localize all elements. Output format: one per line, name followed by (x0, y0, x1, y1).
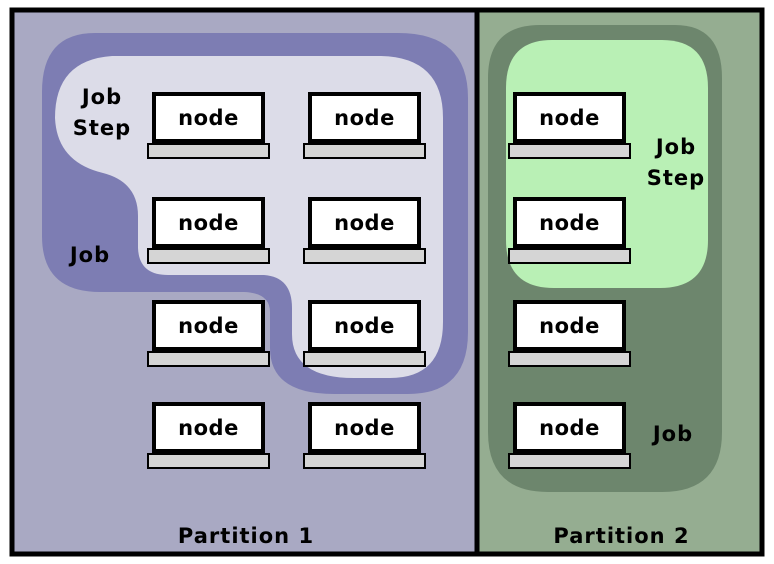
job-step-label-line2: Step (72, 116, 132, 140)
node-screen: node (152, 92, 265, 143)
node-base (147, 351, 270, 367)
node-base (147, 453, 270, 469)
partition1-job-label: Job (69, 243, 111, 267)
node-label: node (334, 105, 395, 130)
node-label: node (334, 313, 395, 338)
node-icon: node (147, 402, 270, 469)
node-label: node (539, 415, 600, 440)
node-icon: node (508, 300, 631, 367)
node-screen: node (513, 197, 626, 248)
node-base (147, 248, 270, 264)
node-icon: node (303, 402, 426, 469)
node-label: node (178, 105, 239, 130)
node-icon: node (303, 197, 426, 264)
node-icon: node (303, 92, 426, 159)
node-base (303, 143, 426, 159)
node-icon: node (508, 197, 631, 264)
node-label: node (539, 105, 600, 130)
node-label: node (539, 313, 600, 338)
node-base (508, 453, 631, 469)
node-base (303, 248, 426, 264)
node-label: node (334, 210, 395, 235)
job-step-label-line1: Job (81, 85, 123, 109)
node-base (303, 453, 426, 469)
node-label: node (178, 313, 239, 338)
node-label: node (178, 415, 239, 440)
node-icon: node (508, 92, 631, 159)
node-screen: node (308, 402, 421, 453)
node-base (303, 351, 426, 367)
job-step-label-line1: Job (655, 135, 697, 159)
node-label: node (334, 415, 395, 440)
node-screen: node (513, 402, 626, 453)
frame-border (9, 7, 765, 557)
node-screen: node (513, 300, 626, 351)
partition1-label: Partition 1 (177, 524, 315, 548)
partition1-job-step-label: Job Step (60, 82, 144, 144)
node-screen: node (152, 197, 265, 248)
node-base (508, 351, 631, 367)
node-base (508, 143, 631, 159)
partition2-label: Partition 2 (553, 524, 690, 548)
node-screen: node (308, 300, 421, 351)
node-icon: node (303, 300, 426, 367)
partition2-job-step-label: Job Step (634, 132, 718, 194)
node-base (508, 248, 631, 264)
partition2-job-label: Job (652, 422, 694, 446)
node-base (147, 143, 270, 159)
node-screen: node (152, 402, 265, 453)
node-screen: node (308, 197, 421, 248)
node-screen: node (308, 92, 421, 143)
node-icon: node (147, 197, 270, 264)
node-screen: node (152, 300, 265, 351)
job-step-label-line2: Step (646, 166, 706, 190)
node-icon: node (147, 92, 270, 159)
node-label: node (178, 210, 239, 235)
node-label: node (539, 210, 600, 235)
node-icon: node (508, 402, 631, 469)
node-icon: node (147, 300, 270, 367)
node-screen: node (513, 92, 626, 143)
